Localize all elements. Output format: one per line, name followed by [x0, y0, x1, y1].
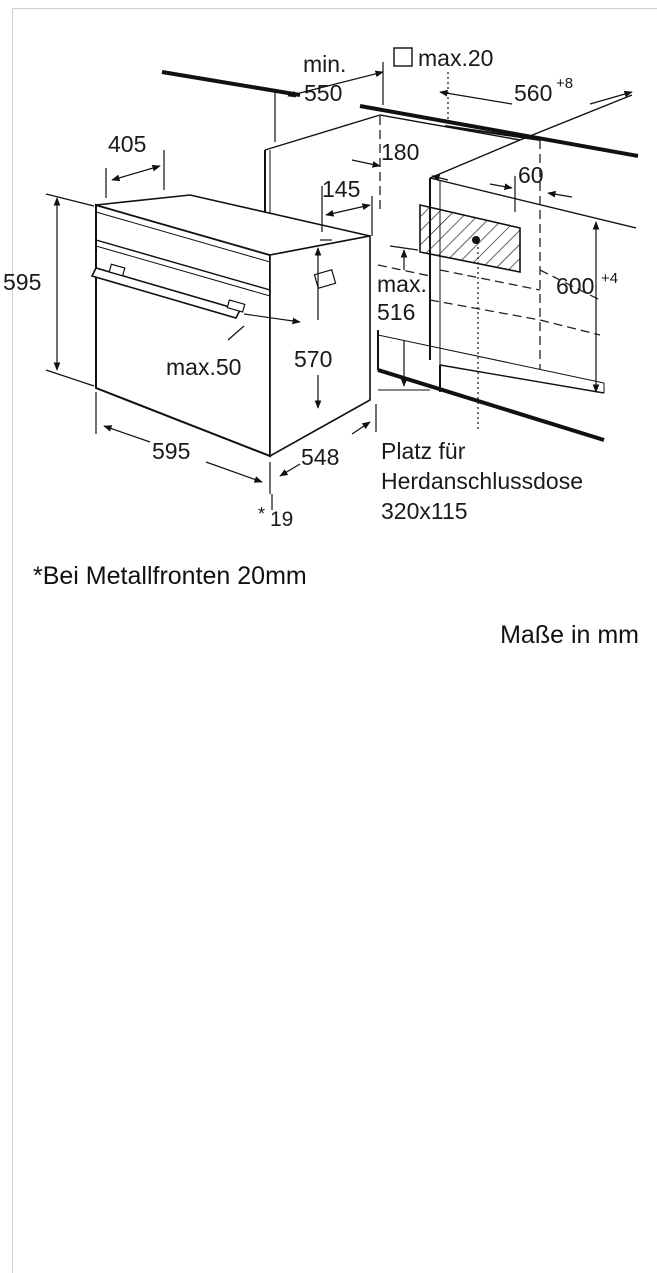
label-platz-line2: Herdanschlussdose — [381, 468, 583, 494]
label-600: 600 — [556, 273, 594, 299]
cabinet-niche — [264, 94, 637, 442]
label-550: 550 — [304, 80, 342, 106]
label-600-tol: +4 — [601, 270, 618, 287]
label-570: 570 — [294, 346, 332, 372]
label-60: 60 — [518, 162, 544, 188]
units-note: Maße in mm — [500, 621, 639, 649]
socket-area — [419, 203, 521, 273]
center-line — [447, 72, 479, 432]
square-symbol — [393, 47, 413, 67]
label-max20: max.20 — [418, 45, 493, 71]
label-548: 548 — [301, 444, 339, 470]
frame-top-rule — [12, 8, 657, 9]
label-star: * — [258, 504, 265, 524]
label-platz-line3: 320x115 — [381, 498, 468, 524]
label-min: min. — [303, 51, 346, 77]
label-560-tol: +8 — [556, 75, 573, 92]
label-max: max. — [377, 271, 427, 297]
label-platz-line1: Platz für — [381, 438, 466, 464]
footnote-metal-fronts: *Bei Metallfronten 20mm — [33, 562, 307, 590]
label-405: 405 — [108, 131, 146, 157]
frame-left-rule — [12, 8, 13, 1273]
dimension-lines — [45, 62, 633, 510]
label-560: 560 — [514, 80, 552, 106]
oven-installation-drawing: min. 550 max.20 560 +8 405 180 145 60 59… — [3, 45, 639, 531]
label-595-width: 595 — [152, 438, 190, 464]
label-516: 516 — [377, 299, 415, 325]
label-145: 145 — [322, 176, 360, 202]
label-180: 180 — [381, 139, 419, 165]
label-19: 19 — [270, 508, 293, 531]
oven — [90, 194, 371, 458]
label-max50: max.50 — [166, 354, 241, 380]
label-595-height: 595 — [3, 269, 41, 295]
